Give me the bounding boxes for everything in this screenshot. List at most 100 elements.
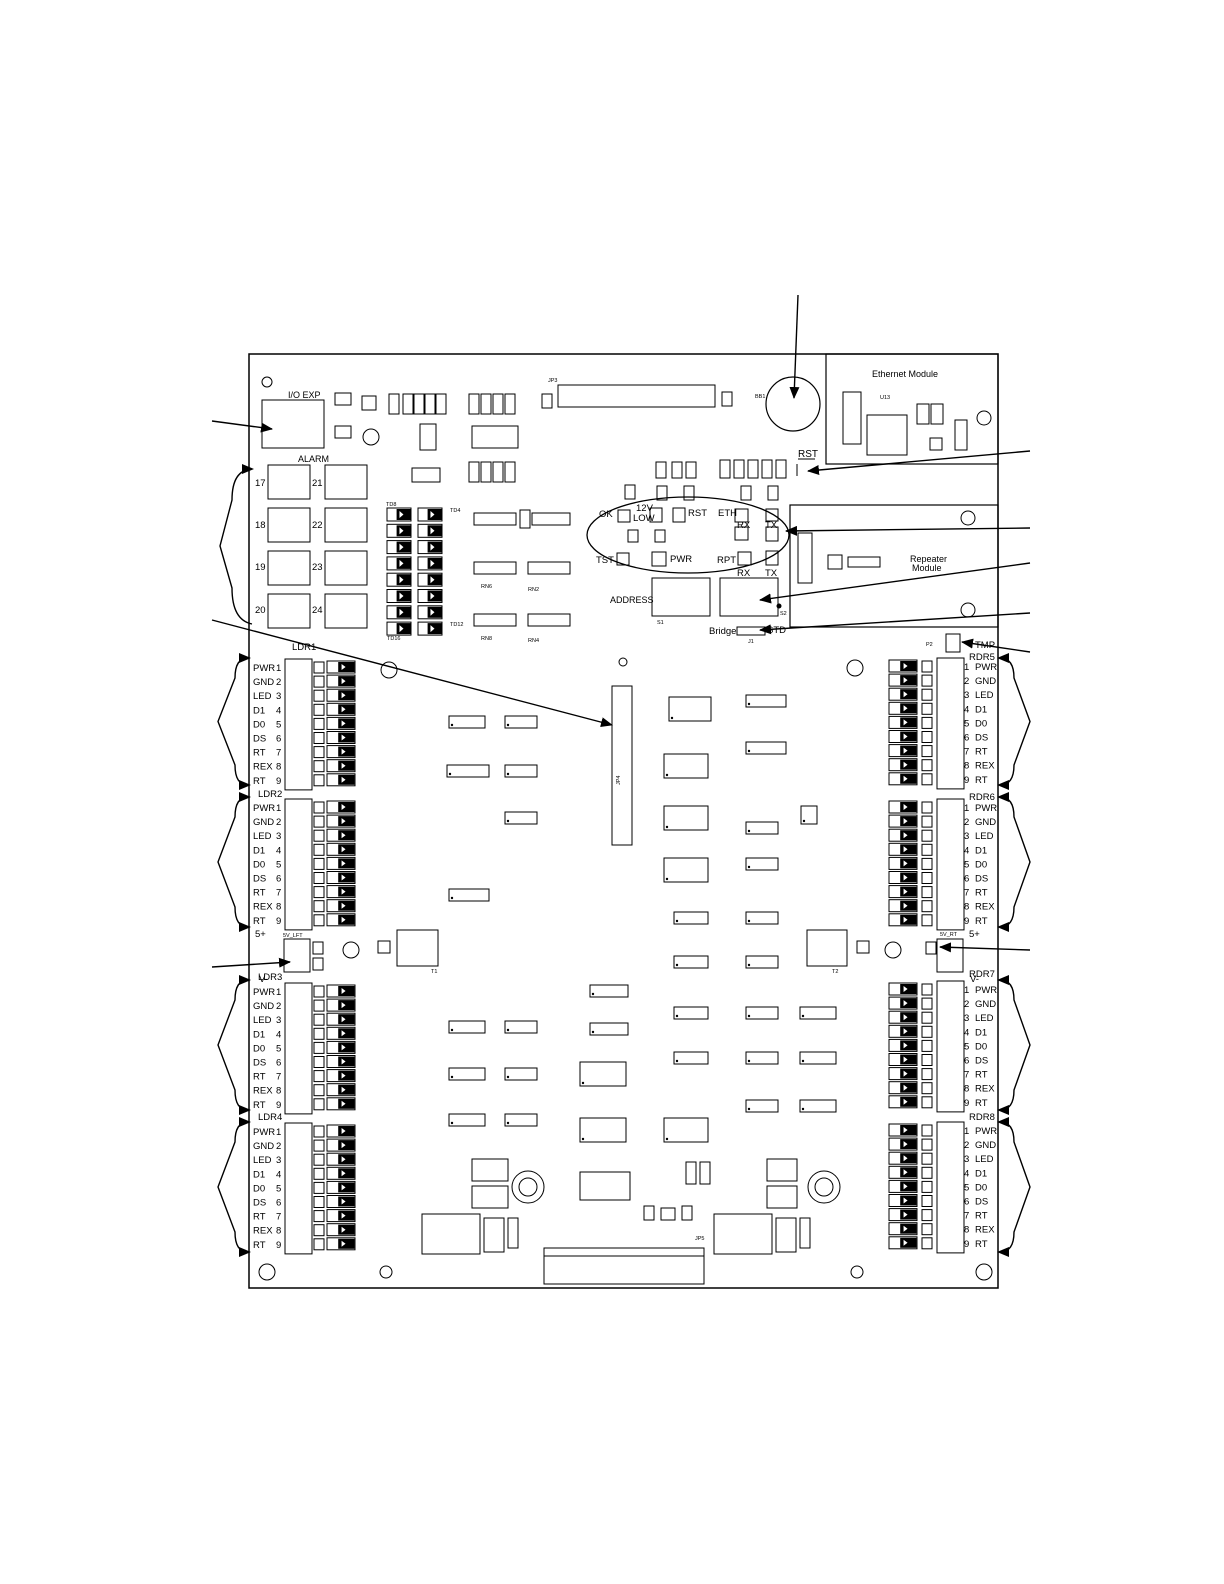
ic-package xyxy=(673,1006,709,1020)
reader-pin-name: RT xyxy=(975,747,988,758)
reader-pin-number: 8 xyxy=(964,902,969,913)
rn8-label: RN8 xyxy=(481,636,492,642)
board-outline xyxy=(248,353,999,1289)
reader-diode xyxy=(326,1237,356,1251)
rn4-label: RN4 xyxy=(528,638,539,644)
ic-package xyxy=(745,857,779,871)
rdr5-label: RDR5 xyxy=(969,652,995,663)
t2-label: T2 xyxy=(832,969,838,975)
reader-pin-number: 6 xyxy=(276,1058,281,1069)
reader-pin-name: D0 xyxy=(253,719,265,730)
reader-pin-name: GND xyxy=(975,999,996,1010)
reader-diode xyxy=(326,984,356,998)
reader-diode xyxy=(888,1095,918,1109)
reader-diode xyxy=(888,982,918,996)
reader-pin-number: 9 xyxy=(964,1098,969,1109)
reader-pin-name: D0 xyxy=(253,859,265,870)
reader-diode xyxy=(326,1166,356,1180)
rn2-label: RN2 xyxy=(528,587,539,593)
ic-package xyxy=(589,1022,629,1036)
ic-package xyxy=(663,805,709,831)
reader-pin-name: PWR xyxy=(253,987,275,998)
reader-pin-name: RT xyxy=(253,888,266,899)
reader-pin-number: 2 xyxy=(964,999,969,1010)
td-diode xyxy=(417,556,443,571)
reader-pin-number: 4 xyxy=(964,845,969,856)
reader-diode xyxy=(326,773,356,787)
reader-pin-name: D0 xyxy=(253,1183,265,1194)
ic-package xyxy=(446,764,490,778)
ic-package xyxy=(448,1113,486,1127)
t1-label: T1 xyxy=(431,969,437,975)
reader-pin-number: 6 xyxy=(964,1056,969,1067)
ic-package xyxy=(745,1099,779,1113)
led-tst: TST xyxy=(596,555,614,566)
reader-pin-name: RT xyxy=(253,1072,266,1083)
alarm-label: ALARM xyxy=(298,454,329,464)
rst-button-label: RST xyxy=(798,449,818,460)
ic-package xyxy=(589,984,629,998)
s1-label: S1 xyxy=(657,620,664,626)
5v-rt-label: 5V_RT xyxy=(940,932,958,938)
reader-pin-number: 1 xyxy=(276,1127,281,1138)
arrow-rst xyxy=(807,450,1031,475)
reader-pin-name: RT xyxy=(253,916,266,927)
reader-pin-number: 6 xyxy=(276,734,281,745)
reader-pin-name: RT xyxy=(975,1070,988,1081)
led-rx1: RX xyxy=(737,520,751,531)
reader-pin-number: 8 xyxy=(276,1226,281,1237)
repeater-module: Repeater Module xyxy=(789,504,999,628)
5v-lft-label: 5V_LFT xyxy=(283,933,303,939)
rn6-label: RN6 xyxy=(481,584,492,590)
reader-pin-number: 7 xyxy=(276,1072,281,1083)
bottom-components: JP5 xyxy=(258,657,993,1285)
td-diode xyxy=(417,621,443,636)
ic-package xyxy=(663,857,709,883)
reader-pin-name: REX xyxy=(253,1226,273,1237)
reader-diode xyxy=(888,1236,918,1250)
reader-diode xyxy=(326,842,356,856)
reader-pin-name: D1 xyxy=(253,705,265,716)
reader-diode xyxy=(326,828,356,842)
reader-pin-number: 2 xyxy=(964,676,969,687)
reader-pin-name: PWR xyxy=(253,663,275,674)
ic-package xyxy=(504,1020,538,1034)
jp3-label: JP3 xyxy=(548,378,557,384)
arrow-bridge xyxy=(759,612,1031,635)
reader-pin-number: 3 xyxy=(964,1154,969,1165)
reader-diode xyxy=(326,856,356,870)
arrow-tamper xyxy=(961,638,1031,653)
reader-pin-name: D0 xyxy=(975,1182,987,1193)
reader-pin-name: GND xyxy=(253,677,274,688)
reader-pin-name: RT xyxy=(975,1211,988,1222)
reader-pin-number: 8 xyxy=(276,1086,281,1097)
led-low: LOW xyxy=(633,513,655,524)
u13-label: U13 xyxy=(880,395,890,401)
reader-diode xyxy=(888,842,918,856)
reader-diode xyxy=(326,1209,356,1223)
reader-pin-number: 7 xyxy=(964,888,969,899)
reader-pin-name: RT xyxy=(975,888,988,899)
io-exp-connector: I/O EXP xyxy=(261,376,441,483)
reader-pin-number: 2 xyxy=(276,1001,281,1012)
j1-label: J1 xyxy=(748,639,754,645)
reader-diode xyxy=(888,885,918,899)
reader-diode xyxy=(326,745,356,759)
alarm-terminal-18: 18 xyxy=(255,520,266,531)
reader-pin-number: 2 xyxy=(276,677,281,688)
reader-diode xyxy=(326,759,356,773)
reader-pin-name: DS xyxy=(975,1197,988,1208)
reader-pin-name: RT xyxy=(253,1240,266,1251)
reader-pin-name: REX xyxy=(975,1225,995,1236)
transformers: T1 T2 xyxy=(377,929,870,975)
reader-pin-number: 8 xyxy=(964,1084,969,1095)
reader-pin-number: 4 xyxy=(964,704,969,715)
ic-package xyxy=(448,1067,486,1081)
bridge-label: Bridge xyxy=(709,626,736,637)
reader-pin-number: 1 xyxy=(964,803,969,814)
